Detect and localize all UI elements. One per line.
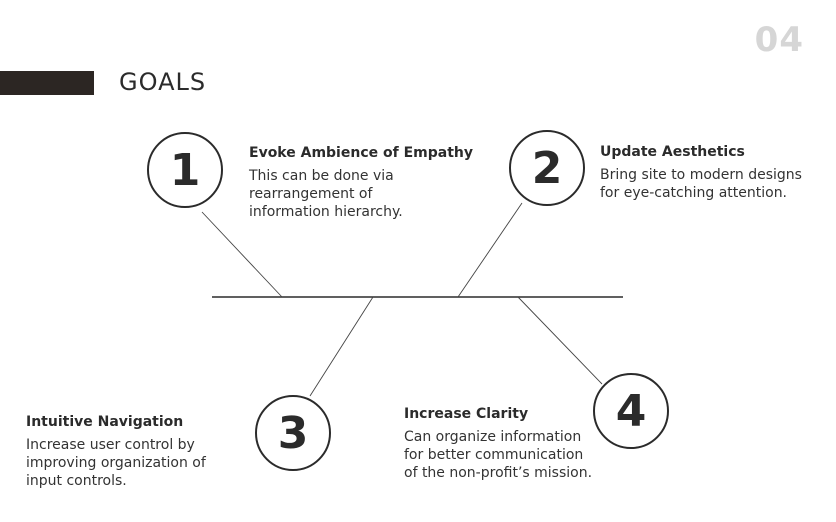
goal-description-4: Can organize information for better comm… bbox=[404, 429, 593, 481]
goal-title-1: Evoke Ambience of Empathy bbox=[249, 145, 473, 161]
goal-number-circle-4: 4 bbox=[593, 373, 669, 449]
goal-block-4: Increase Clarity Can organize informatio… bbox=[404, 406, 596, 482]
goal-number-circle-2: 2 bbox=[509, 130, 585, 206]
goal-block-3: Intuitive Navigation Increase user contr… bbox=[26, 414, 211, 490]
goal-block-1: Evoke Ambience of Empathy This can be do… bbox=[249, 145, 473, 221]
goal-number-circle-1: 1 bbox=[147, 132, 223, 208]
goal-title-2: Update Aesthetics bbox=[600, 144, 745, 160]
branch-line-2 bbox=[457, 202, 523, 298]
goal-number-circle-3: 3 bbox=[255, 395, 331, 471]
slide-title: GOALS bbox=[119, 68, 207, 96]
goal-description-2: Bring site to modern designs for eye-cat… bbox=[600, 167, 802, 201]
page-number: 04 bbox=[754, 20, 804, 60]
branch-line-3 bbox=[309, 296, 374, 397]
goal-description-1: This can be done via rearrangement of in… bbox=[249, 168, 403, 220]
goal-description-3: Increase user control by improving organ… bbox=[26, 437, 206, 489]
title-accent-bar bbox=[0, 71, 94, 95]
goal-title-4: Increase Clarity bbox=[404, 406, 529, 422]
branch-line-1 bbox=[201, 211, 283, 298]
branch-line-4 bbox=[517, 296, 603, 385]
goal-block-2: Update Aesthetics Bring site to modern d… bbox=[600, 144, 810, 202]
goal-title-3: Intuitive Navigation bbox=[26, 414, 184, 430]
